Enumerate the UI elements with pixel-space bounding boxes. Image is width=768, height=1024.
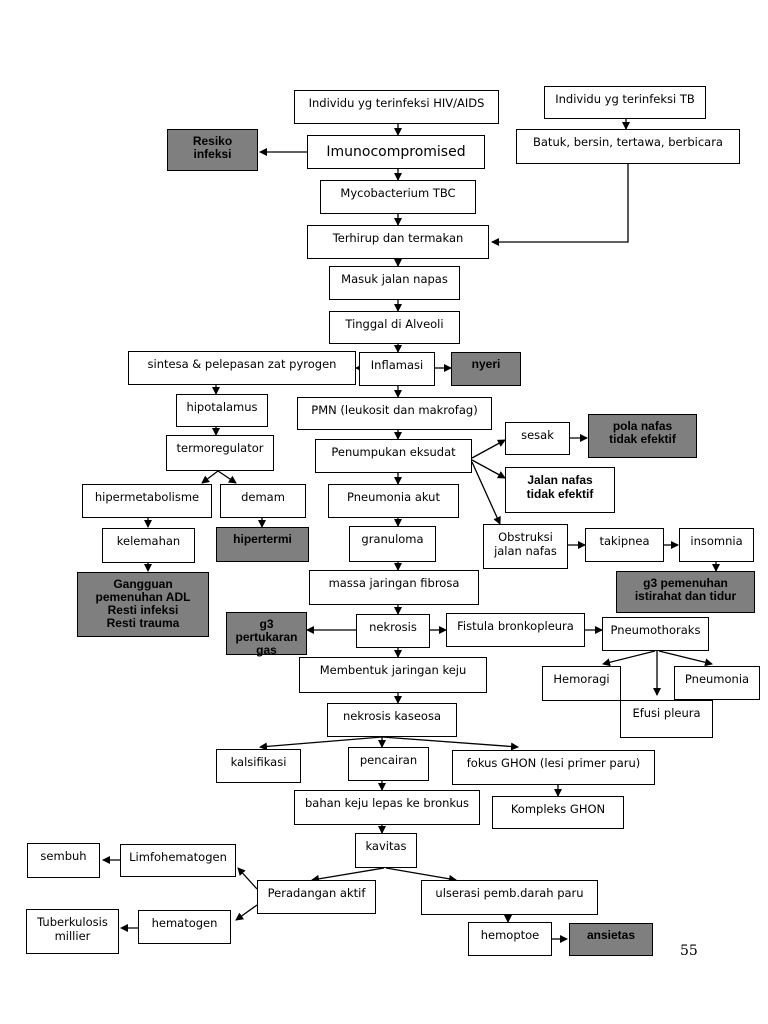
node-hipermetabolisme: hipermetabolisme: [82, 484, 212, 518]
arrow: [471, 439, 506, 459]
node-nekrosis: nekrosis: [356, 614, 430, 648]
node-hematogen: hematogen: [138, 910, 231, 944]
node-nekrosis-kaseosa: nekrosis kaseosa: [327, 703, 457, 737]
node-hipertermi: hipertermi: [216, 527, 309, 562]
node-imunocompromised: Imunocompromised: [307, 135, 485, 169]
node-g3-istirahat: g3 pemenuhan istirahat dan tidur: [616, 571, 755, 613]
node-termoregulator: termoregulator: [166, 435, 274, 471]
arrow: [235, 904, 258, 921]
node-membentuk: Membentuk jaringan keju: [299, 657, 487, 693]
node-pmn: PMN (leukosit dan makrofag): [297, 397, 492, 430]
node-pneumonia: Pneumonia: [674, 666, 760, 700]
node-sintesa: sintesa & pelepasan zat pyrogen: [128, 351, 356, 385]
node-tuberkulosis: Tuberkulosis millier: [26, 909, 119, 954]
node-inflamasi: Inflamasi: [359, 352, 435, 386]
node-granuloma: granuloma: [349, 526, 436, 562]
node-fistula: Fistula bronkopleura: [446, 613, 585, 647]
node-pneumonia-akut: Pneumonia akut: [328, 484, 459, 518]
node-kompleks-ghon: Kompleks GHON: [492, 796, 624, 829]
arrow: [658, 650, 713, 667]
node-obstruksi: Obstruksi jalan nafas: [483, 524, 568, 569]
node-nyeri: nyeri: [451, 352, 521, 386]
arrow: [237, 867, 258, 890]
node-batuk: Batuk, bersin, tertawa, berbicara: [516, 129, 740, 164]
node-kalsifikasi: kalsifikasi: [216, 749, 301, 783]
node-demam: demam: [220, 484, 306, 518]
arrow: [217, 470, 237, 484]
node-pencairan: pencairan: [348, 747, 429, 781]
node-massa: massa jaringan fibrosa: [309, 570, 479, 605]
arrow: [259, 736, 383, 751]
node-tb: Individu yg terinfeksi TB: [544, 86, 706, 119]
node-pneumothoraks: Pneumothoraks: [602, 617, 709, 651]
node-masuk: Masuk jalan napas: [329, 266, 460, 300]
node-sesak: sesak: [505, 422, 570, 455]
node-fokus-ghon: fokus GHON (lesi primer paru): [452, 750, 655, 785]
arrow: [602, 650, 656, 667]
node-terhirup: Terhirup dan termakan: [307, 225, 489, 259]
node-sembuh: sembuh: [27, 843, 100, 878]
node-mycobacterium: Mycobacterium TBC: [320, 180, 476, 214]
node-resiko-infeksi: Resiko infeksi: [167, 129, 258, 171]
node-insomnia: insomnia: [679, 528, 754, 562]
node-jalan-nafas: Jalan nafas tidak efektif: [505, 467, 615, 513]
node-takipnea: takipnea: [585, 528, 664, 562]
node-kelemahan: kelemahan: [102, 528, 195, 563]
arrow: [385, 867, 457, 883]
node-hiv: Individu yg terinfeksi HIV/AIDS: [294, 90, 499, 124]
node-gangguan-adl: Gangguan pemenuhan ADL Resti infeksi Res…: [77, 572, 209, 637]
node-hipotalamus: hipotalamus: [176, 394, 268, 427]
arrow: [201, 470, 219, 484]
page-number: 55: [680, 943, 698, 959]
arrow: [381, 736, 519, 751]
node-peradangan: Peradangan aktif: [257, 880, 376, 914]
arrow: [471, 461, 501, 525]
node-kavitas: kavitas: [355, 833, 417, 868]
node-penumpukan: Penumpukan eksudat: [315, 439, 472, 473]
node-hemoragi: Hemoragi: [542, 666, 621, 701]
node-efusi: Efusi pleura: [620, 700, 713, 738]
node-ulserasi: ulserasi pemb.darah paru: [421, 880, 598, 915]
node-hemoptoe: hemoptoe: [468, 922, 552, 956]
node-pola-nafas: pola nafas tidak efektif: [588, 414, 697, 458]
node-bahan-keju: bahan keju lepas ke bronkus: [294, 790, 480, 825]
arrow: [471, 459, 506, 479]
node-tinggal: Tinggal di Alveoli: [329, 311, 460, 344]
node-ansietas: ansietas: [569, 923, 653, 956]
arrow: [311, 867, 385, 883]
arrow: [491, 164, 629, 246]
node-limfohematogen: Limfohematogen: [120, 844, 236, 877]
node-g3-pertukaran: g3 pertukaran gas: [226, 612, 307, 657]
